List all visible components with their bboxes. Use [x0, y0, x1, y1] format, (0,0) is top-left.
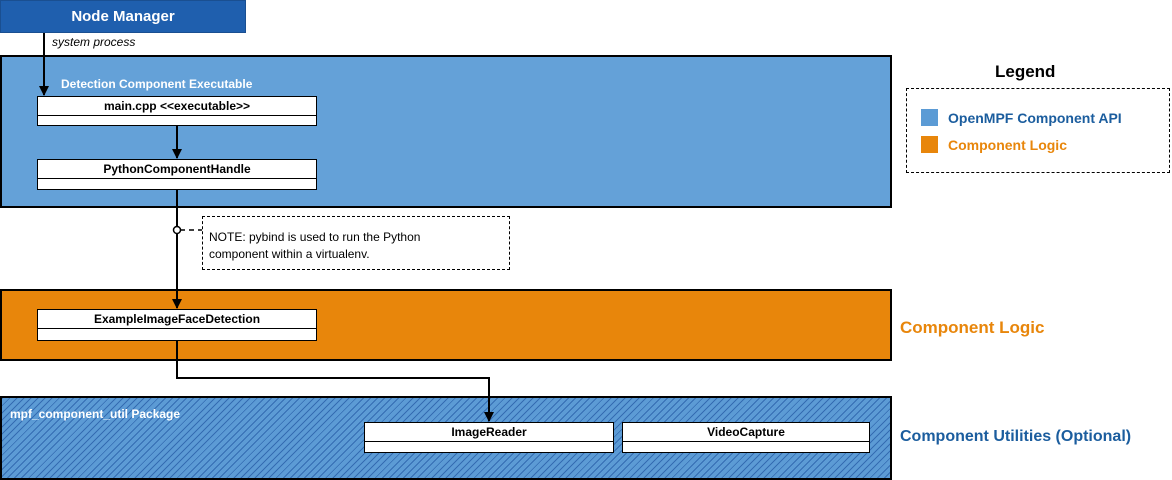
main-cpp-class: main.cpp <<executable>>: [37, 96, 317, 126]
executable-region-title: Detection Component Executable: [61, 77, 253, 91]
node-manager-box: Node Manager: [0, 0, 246, 33]
system-process-label: system process: [52, 35, 136, 49]
component-logic-side-label: Component Logic: [900, 318, 1045, 337]
video-capture-class-name: VideoCapture: [623, 423, 869, 442]
pybind-note-line-2: component within a virtualenv.: [209, 247, 370, 261]
pybind-note-line-1: NOTE: pybind is used to run the Python: [209, 230, 421, 244]
note-anchor-dot: [172, 225, 182, 235]
python-component-handle-class: PythonComponentHandle: [37, 159, 317, 190]
legend-label-logic: Component Logic: [948, 136, 1067, 153]
example-face-detection-class-name: ExampleImageFaceDetection: [38, 310, 316, 329]
image-reader-class-name: ImageReader: [365, 423, 613, 442]
utilities-region-title: mpf_component_util Package: [10, 407, 181, 421]
image-reader-class: ImageReader: [364, 422, 614, 453]
example-face-detection-class: ExampleImageFaceDetection: [37, 309, 317, 341]
legend-item-api: OpenMPF Component API: [921, 109, 1122, 126]
legend-box: OpenMPF Component API Component Logic: [906, 88, 1170, 173]
legend-title: Legend: [995, 62, 1056, 81]
video-capture-class: VideoCapture: [622, 422, 870, 453]
python-component-handle-class-name: PythonComponentHandle: [38, 160, 316, 179]
pybind-note: NOTE: pybind is used to run the Python c…: [202, 216, 510, 270]
legend-label-api: OpenMPF Component API: [948, 109, 1122, 126]
legend-item-logic: Component Logic: [921, 136, 1067, 153]
main-cpp-class-name: main.cpp <<executable>>: [38, 97, 316, 116]
legend-swatch-logic: [921, 136, 938, 153]
node-manager-label: Node Manager: [71, 8, 175, 25]
legend-swatch-api: [921, 109, 938, 126]
component-utilities-side-label: Component Utilities (Optional): [900, 428, 1132, 445]
